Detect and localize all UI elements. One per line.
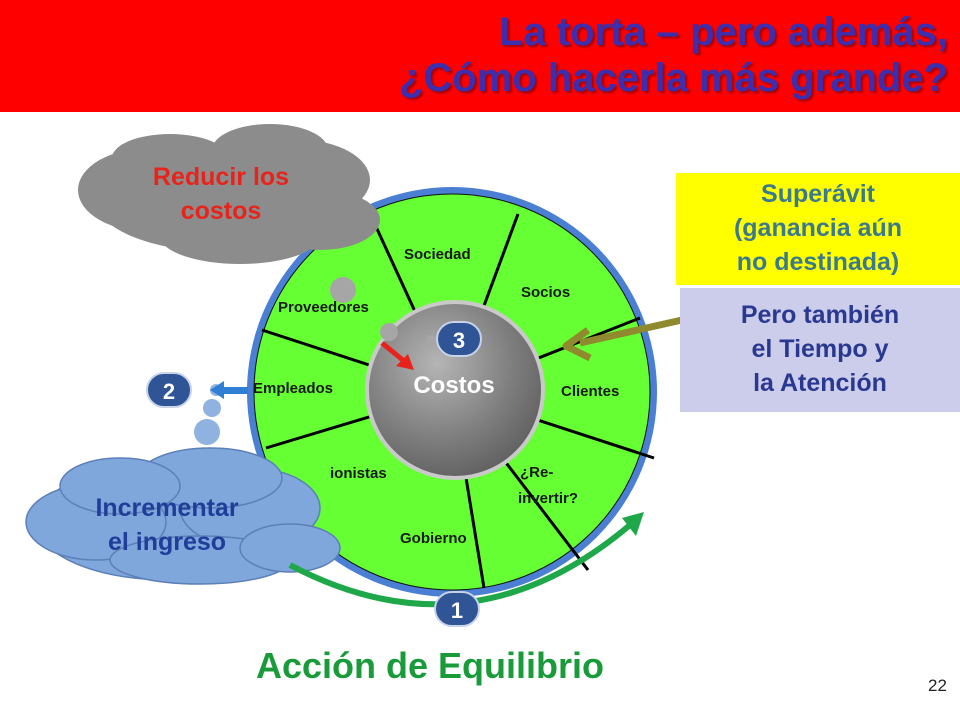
thought-bubble-gray-medium [380, 323, 398, 341]
surplus-line-2: (ganancia aún [733, 214, 903, 242]
segment-label-proveedores: Proveedores [278, 299, 369, 316]
segment-label-sociedad: Sociedad [404, 246, 471, 263]
badge-2: 2 [146, 372, 192, 408]
time-attention-line-2: el Tiempo y [751, 335, 889, 363]
segment-label-reinvertir-2: invertir? [518, 490, 579, 507]
thought-bubble-blue-large [194, 419, 220, 445]
segment-label-empleados: Empleados [253, 380, 334, 397]
page-number: 22 [928, 676, 947, 695]
badge-1: 1 [434, 591, 480, 627]
red-arrow-icon [380, 341, 414, 370]
increase-income-text: Incrementar el ingreso [60, 491, 274, 559]
increase-income-cloud [25, 447, 341, 585]
segment-label-reinvertir-1: ¿Re- [520, 464, 554, 481]
title-banner: La torta – pero además, ¿Cómo hacerla má… [0, 0, 960, 112]
segment-label-clientes: Clientes [561, 383, 620, 400]
time-attention-line-3: la Atención [753, 369, 887, 397]
increase-income-line-1: Incrementar [95, 494, 239, 522]
time-attention-line-1: Pero también [740, 301, 900, 329]
surplus-line-1: Superávit [761, 180, 875, 208]
thought-bubble-gray-large [330, 277, 356, 303]
costs-label: Costos [413, 372, 495, 399]
reduce-costs-cloud [78, 124, 380, 264]
olive-arrow-icon [562, 316, 683, 362]
blue-arrow-icon [210, 381, 248, 399]
thought-bubble-gray-small [426, 335, 436, 345]
title-line-1: La torta – pero además, [498, 10, 948, 54]
reduce-costs-text: Reducir los costos [118, 160, 324, 228]
badge-3: 3 [436, 321, 482, 357]
surplus-box: Superávit (ganancia aún no destinada) [676, 173, 960, 285]
reduce-costs-line-2: costos [180, 197, 262, 225]
thought-bubble-blue-medium [203, 399, 221, 417]
segment-label-accionistas: ionistas [330, 465, 387, 482]
increase-income-line-2: el ingreso [107, 528, 227, 556]
costs-center-circle [365, 300, 545, 480]
surplus-line-3: no destinada) [736, 248, 900, 276]
reduce-costs-line-1: Reducir los [152, 163, 290, 191]
time-attention-box: Pero también el Tiempo y la Atención [680, 288, 960, 412]
equilibrium-title: Acción de Equilibrio [256, 645, 605, 686]
segment-label-gobierno: Gobierno [400, 530, 467, 547]
segment-label-socios: Socios [521, 284, 571, 301]
title-line-2: ¿Cómo hacerla más grande? [398, 56, 948, 100]
